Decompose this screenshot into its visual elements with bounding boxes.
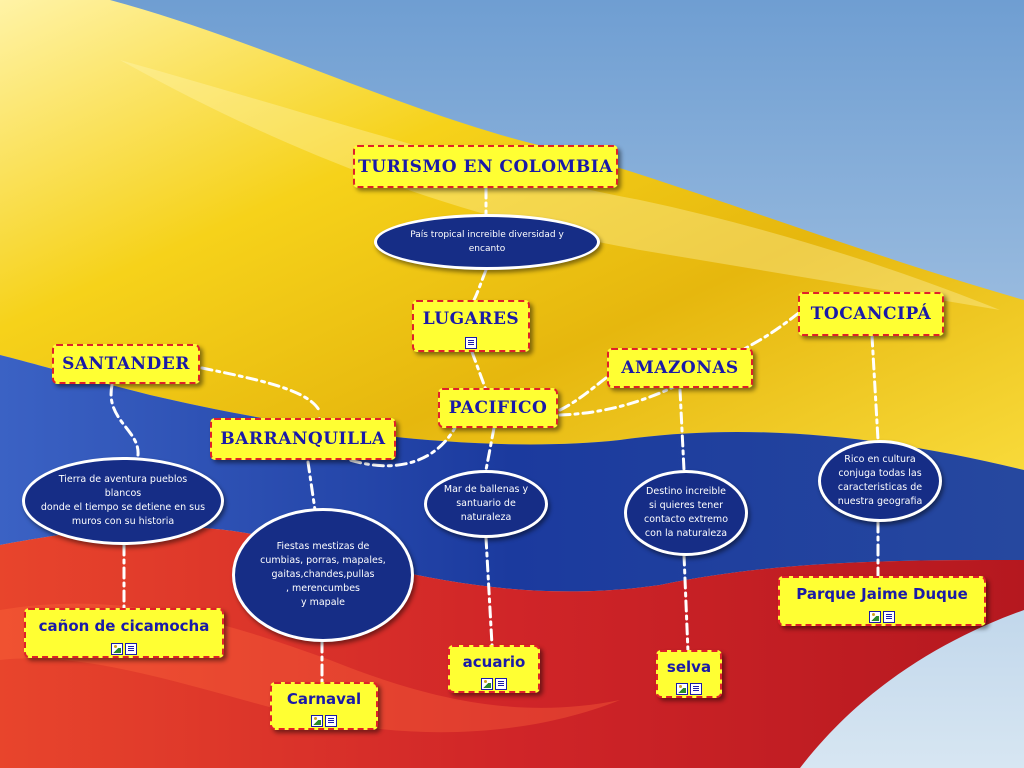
cicamocha-label: cañon de cicamocha <box>38 617 210 635</box>
selva-icons <box>676 683 702 695</box>
intro-text: País tropical increible diversidad y enc… <box>410 230 564 254</box>
tocancipa-box[interactable]: TOCANCIPÁ <box>798 292 944 336</box>
carnaval-label: Carnaval <box>286 690 362 708</box>
note-icon[interactable] <box>883 611 895 623</box>
santander-box[interactable]: SANTANDER <box>52 344 200 384</box>
selva-label: selva <box>666 658 712 676</box>
cicamocha-icons <box>111 643 137 655</box>
acuario-icons <box>481 678 507 690</box>
amazonas-label: AMAZONAS <box>621 358 739 378</box>
barranquilla-label: BARRANQUILLA <box>220 429 386 449</box>
amazonas-desc: Destino increible si quieres tener conta… <box>643 486 728 539</box>
santander-label: SANTANDER <box>62 354 190 374</box>
pacifico-oval[interactable]: Mar de ballenas y santuario de naturalez… <box>424 470 548 538</box>
cicamocha-box[interactable]: cañon de cicamocha <box>24 608 224 658</box>
note-icon[interactable] <box>690 683 702 695</box>
santander-desc: Tierra de aventura pueblos blancos donde… <box>40 474 206 527</box>
pacifico-label: PACIFICO <box>448 398 548 418</box>
pacifico-desc: Mar de ballenas y santuario de naturalez… <box>443 484 529 523</box>
barranquilla-desc: Fiestas mestizas de cumbias, porras, map… <box>260 541 386 608</box>
tocancipa-desc: Rico en cultura conjuga todas las caract… <box>837 454 923 507</box>
amazonas-box[interactable]: AMAZONAS <box>607 348 753 388</box>
lugares-label: LUGARES <box>422 309 520 329</box>
image-icon[interactable] <box>311 715 323 727</box>
parque-jaime-duque-label: Parque Jaime Duque <box>796 585 968 603</box>
intro-oval[interactable]: País tropical increible diversidad y enc… <box>374 214 600 270</box>
pacifico-box[interactable]: PACIFICO <box>438 388 558 428</box>
title-label: TURISMO EN COLOMBIA <box>358 156 613 177</box>
acuario-box[interactable]: acuario <box>448 645 540 693</box>
selva-box[interactable]: selva <box>656 650 722 698</box>
note-icon[interactable] <box>465 337 477 349</box>
note-icon[interactable] <box>495 678 507 690</box>
parque-jaime-duque-icons <box>869 611 895 623</box>
santander-oval[interactable]: Tierra de aventura pueblos blancos donde… <box>22 457 224 545</box>
tocancipa-oval[interactable]: Rico en cultura conjuga todas las caract… <box>818 440 942 522</box>
note-icon[interactable] <box>325 715 337 727</box>
amazonas-oval[interactable]: Destino increible si quieres tener conta… <box>624 470 748 556</box>
barranquilla-oval[interactable]: Fiestas mestizas de cumbias, porras, map… <box>232 508 414 642</box>
tocancipa-label: TOCANCIPÁ <box>810 304 932 324</box>
image-icon[interactable] <box>676 683 688 695</box>
image-icon[interactable] <box>111 643 123 655</box>
parque-jaime-duque-box[interactable]: Parque Jaime Duque <box>778 576 986 626</box>
image-icon[interactable] <box>869 611 881 623</box>
carnaval-box[interactable]: Carnaval <box>270 682 378 730</box>
title-box[interactable]: TURISMO EN COLOMBIA <box>353 145 618 188</box>
carnaval-icons <box>311 715 337 727</box>
lugares-box[interactable]: LUGARES <box>412 300 530 352</box>
lugares-icons <box>465 337 477 349</box>
acuario-label: acuario <box>462 653 526 671</box>
barranquilla-box[interactable]: BARRANQUILLA <box>210 418 396 460</box>
note-icon[interactable] <box>125 643 137 655</box>
image-icon[interactable] <box>481 678 493 690</box>
